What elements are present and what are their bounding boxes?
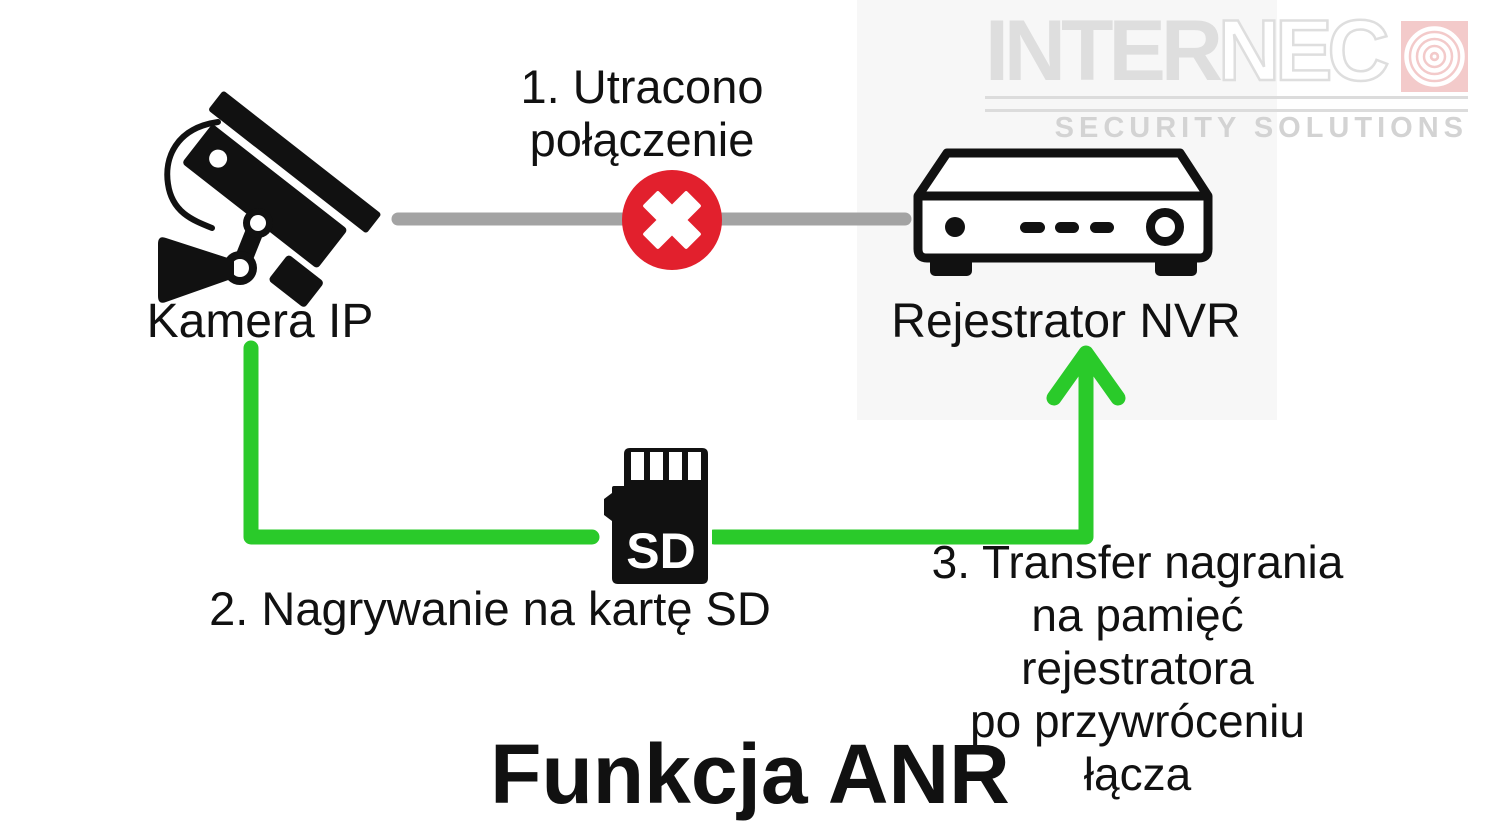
step3-label: 3. Transfer nagrania na pamięć rejestrat… — [915, 536, 1360, 801]
nvr-recorder-icon — [913, 148, 1213, 276]
logo-brand-solid: INTER — [985, 3, 1223, 99]
logo-brand-outline: NEC — [1217, 3, 1391, 99]
x-icon — [643, 191, 701, 249]
connection-lost-icon — [622, 170, 722, 270]
nvr-led — [945, 217, 965, 237]
camera-label: Kamera IP — [146, 295, 374, 348]
nvr-vents — [1020, 222, 1114, 233]
arrow-up-icon — [1046, 345, 1126, 406]
cctv-camera-icon — [158, 91, 381, 307]
step1-line2: połączenie — [529, 113, 755, 166]
anr-green-path-right — [706, 358, 1094, 545]
step3-line3: po przywróceniu łącza — [970, 695, 1305, 800]
step2-label: 2. Nagrywanie na kartę SD — [209, 582, 771, 635]
page-title: Funkcja ANR — [490, 727, 1010, 821]
sd-card-label: SD — [626, 523, 695, 579]
logo-tagline: SECURITY SOLUTIONS — [1054, 112, 1468, 144]
logo-divider — [985, 96, 1468, 112]
nvr-label: Rejestrator NVR — [891, 295, 1241, 348]
sd-card-pins — [631, 452, 701, 480]
step1-label: 1. Utracono połączenie — [437, 60, 847, 166]
internec-logo-mark-icon — [1401, 21, 1468, 92]
step3-line1: 3. Transfer nagrania — [931, 536, 1344, 588]
step3-line2: na pamięć rejestratora — [1021, 589, 1254, 694]
anr-green-path-left — [243, 340, 600, 545]
step1-line1: 1. Utracono — [520, 60, 764, 113]
internec-logo: INTERNEC — [985, 7, 1405, 96]
nvr-knob — [1146, 208, 1184, 246]
sd-card-icon: SD — [600, 444, 712, 588]
